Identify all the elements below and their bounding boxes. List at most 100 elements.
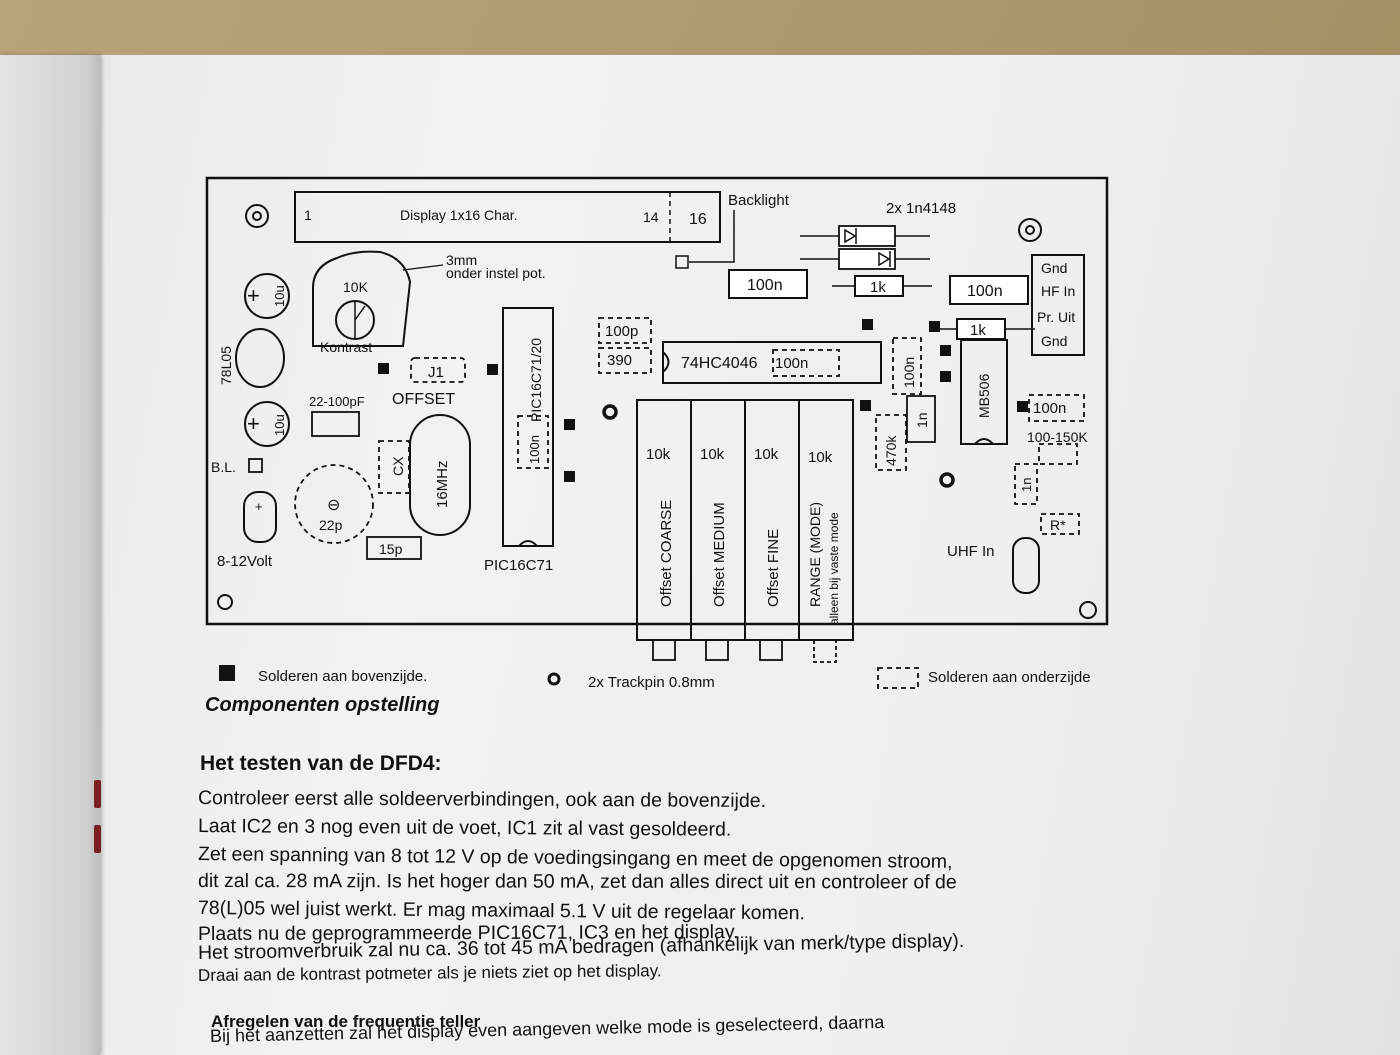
pic-cap-100n <box>517 415 549 469</box>
pic16c71-chip <box>502 307 554 547</box>
ic-mb506 <box>960 339 1008 445</box>
svg-text:1n: 1n <box>914 412 930 428</box>
cap-22-100pf <box>311 411 360 437</box>
component-layout-diagram: 1 Display 1x16 Char. 14 16 Backlight 2x … <box>205 170 1115 730</box>
diode-2 <box>838 248 896 270</box>
display-pin-16: 16 <box>689 211 707 228</box>
svg-text:Kontrast: Kontrast <box>320 339 372 355</box>
bl-pad <box>248 458 263 473</box>
resistor-100-150k <box>1038 443 1078 465</box>
legend-top-marker <box>219 665 235 681</box>
svg-text:100-150K: 100-150K <box>1027 429 1088 445</box>
svg-text:15p: 15p <box>379 541 403 557</box>
connector-block <box>1031 254 1085 356</box>
left-page-edge <box>0 55 100 1055</box>
svg-text:10K: 10K <box>343 279 369 295</box>
legend-bottom-marker <box>877 667 919 689</box>
trimmer-22p <box>294 464 374 544</box>
svg-text:HF In: HF In <box>1041 283 1075 299</box>
pot-offset-fine: Offset FINE <box>765 529 782 607</box>
mounting-hole-tr <box>1018 218 1042 242</box>
cap-100n-mb <box>1028 394 1085 422</box>
svg-text:100n: 100n <box>747 277 783 294</box>
svg-text:Pr. Uit: Pr. Uit <box>1037 309 1075 325</box>
resistor-470k <box>875 414 907 471</box>
resistor-r-star <box>1040 513 1080 535</box>
contrast-pot <box>312 250 412 347</box>
section-title-calibration: Afregelen van de frequentie teller <box>211 1012 481 1031</box>
svg-text:10k: 10k <box>754 446 779 463</box>
pcb-outline <box>205 176 1109 626</box>
crystal-16mhz <box>409 414 471 536</box>
backlight-label: Backlight <box>728 192 790 209</box>
cap-15p <box>366 536 422 560</box>
legend-trackpin: 2x Trackpin 0.8mm <box>588 674 715 691</box>
svg-text:100n: 100n <box>967 283 1003 300</box>
svg-text:R*: R* <box>1050 517 1066 533</box>
cap-10u-bottom <box>244 401 290 447</box>
svg-text:+: + <box>247 283 260 308</box>
svg-text:Gnd: Gnd <box>1041 260 1067 276</box>
cap-100n-top <box>728 269 808 299</box>
legend-solder-bottom: Solderen aan onderzijde <box>928 669 1091 686</box>
display-pin-14: 14 <box>643 209 659 225</box>
diagram-caption: Componenten opstelling <box>205 694 440 716</box>
uhf-connector <box>1012 537 1040 594</box>
svg-text:10k: 10k <box>700 446 725 463</box>
svg-text:10u: 10u <box>272 414 287 436</box>
svg-text:10k: 10k <box>808 449 833 466</box>
uhf-in-label: UHF In <box>947 543 995 560</box>
svg-text:100n: 100n <box>775 355 808 372</box>
display-label: Display 1x16 Char. <box>400 207 518 223</box>
mounting-hole-tl <box>245 204 269 228</box>
power-connector <box>243 491 277 543</box>
svg-text:22-100pF: 22-100pF <box>309 394 365 409</box>
svg-text:8-12Volt: 8-12Volt <box>217 553 273 570</box>
svg-text:+: + <box>255 499 263 514</box>
svg-text:Gnd: Gnd <box>1041 333 1067 349</box>
offset-label: OFFSET <box>392 391 455 408</box>
svg-text:100n: 100n <box>901 357 917 388</box>
svg-text:PIC16C71/20: PIC16C71/20 <box>528 338 544 422</box>
body-line: Controleer eerst alle soldeerverbindinge… <box>197 787 767 812</box>
staple-top <box>94 780 101 808</box>
pcb-diagram-svg: 1 Display 1x16 Char. 14 16 Backlight 2x … <box>205 176 1109 689</box>
mounting-hole-br <box>1079 601 1097 619</box>
backlight-pad <box>675 255 689 269</box>
cap-10u-top <box>244 273 290 319</box>
svg-text:+: + <box>247 411 260 436</box>
cap-100n-vertical <box>892 337 922 395</box>
cap-1n-a <box>906 395 936 443</box>
svg-text:10k: 10k <box>646 446 671 463</box>
legend-solder-top: Solderen aan bovenzijde. <box>258 668 428 685</box>
display-pin-1: 1 <box>304 207 312 223</box>
svg-text:B.L.: B.L. <box>211 459 236 475</box>
svg-text:78L05: 78L05 <box>218 346 234 385</box>
svg-text:10u: 10u <box>272 285 287 307</box>
svg-text:470k: 470k <box>883 435 899 466</box>
diodes-label: 2x 1n4148 <box>886 200 956 217</box>
svg-text:100n: 100n <box>1033 400 1066 417</box>
svg-text:22p: 22p <box>319 517 343 533</box>
jumper-j1 <box>410 357 466 383</box>
cap-1n-b <box>1014 463 1038 505</box>
svg-text:PIC16C71: PIC16C71 <box>484 557 553 574</box>
diode-1 <box>838 225 896 247</box>
svg-text:J1: J1 <box>428 364 444 381</box>
svg-text:CX: CX <box>390 456 406 476</box>
svg-text:74HC4046: 74HC4046 <box>681 355 758 372</box>
svg-text:3mm: 3mm <box>446 252 477 268</box>
svg-text:⊖: ⊖ <box>327 497 340 514</box>
pot-offset-medium: Offset MEDIUM <box>711 502 728 607</box>
body-line: dit zal ca. 28 mA zijn. Is het hoger dan… <box>197 870 957 894</box>
legend-trackpin-marker <box>547 672 561 686</box>
pot-range-note: alleen bij vaste mode <box>827 512 841 625</box>
manual-page <box>0 55 1400 1055</box>
svg-text:100n: 100n <box>527 435 542 464</box>
ic-74hc4046 <box>662 341 882 384</box>
cap-100n-right <box>949 275 1029 305</box>
section-title-testing: Het testen van de DFD4: <box>200 752 442 775</box>
svg-text:1k: 1k <box>970 322 986 339</box>
pot-offset-coarse: Offset COARSE <box>658 500 675 607</box>
cap-100p <box>598 317 652 344</box>
